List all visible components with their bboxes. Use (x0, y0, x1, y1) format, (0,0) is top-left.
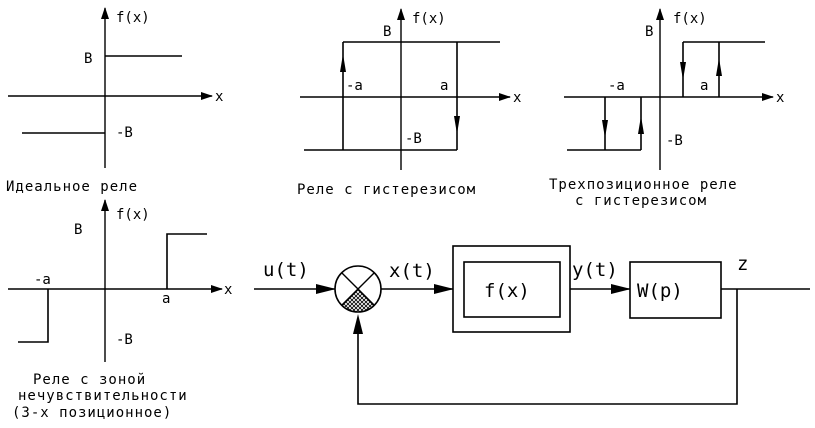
dz-caption-line2: нечувствительности (18, 388, 188, 404)
tph-caption-line1: Трехпозиционное реле (549, 177, 738, 193)
tph-neg-off-up-arrow (638, 116, 644, 134)
tph-pos-on-up-arrow (716, 58, 722, 76)
ideal-caption: Идеальное реле (6, 179, 138, 195)
feedback-block-diagram: u(t) x(t) f(x) y(t) W(p) z (254, 245, 810, 405)
dz-b-pos: B (74, 222, 82, 238)
summing-junction (334, 265, 382, 313)
tph-axis-label: f(x) (673, 11, 707, 27)
ideal-x-label: x (215, 89, 223, 105)
error-label: x(t) (389, 260, 435, 282)
ideal-b-pos: B (84, 51, 92, 67)
plant-block-label: W(p) (637, 280, 683, 302)
dz-x-label: x (224, 282, 232, 298)
tph-a-pos: a (700, 78, 708, 94)
output-label: z (737, 253, 748, 275)
hyst-a-neg: -a (346, 78, 363, 94)
hyst-a-pos: a (440, 78, 448, 94)
hyst-right-down-arrow (454, 116, 460, 134)
panel-hysteresis-relay: f(x) x B -B -a a Реле с гистерезисом (297, 8, 521, 198)
ideal-b-neg: -B (116, 125, 133, 141)
dz-pos-branch (166, 233, 207, 289)
plant-block: W(p) (629, 261, 722, 319)
summing-junction-hatched-sector (341, 289, 375, 313)
dz-neg-branch (18, 289, 49, 343)
tph-pos-off-down-arrow (680, 62, 686, 80)
dz-axis-label: f(x) (116, 207, 150, 223)
hyst-b-pos: B (383, 24, 391, 40)
input-label: u(t) (263, 259, 309, 281)
tph-b-pos: B (645, 24, 653, 40)
feedback-path (357, 289, 738, 405)
tph-caption-line2: с гистерезисом (575, 193, 707, 209)
panel-three-position-hysteresis: f(x) x B -B -a a Трехпозиционное реле с … (549, 8, 784, 209)
dz-caption-line1: Реле с зоной (33, 372, 146, 388)
nonlinear-block: f(x) (452, 245, 571, 333)
feedback-arrowhead (353, 314, 363, 334)
hyst-axis-label: f(x) (412, 11, 446, 27)
panel-ideal-relay: f(x) x B -B Идеальное реле (6, 7, 223, 195)
nonlinear-block-label: f(x) (484, 280, 530, 302)
tph-x-label: x (776, 90, 784, 106)
panel-dead-zone-relay: f(x) x B -B -a a Реле с зоной нечувствит… (8, 199, 232, 421)
tph-a-neg: -a (608, 78, 625, 94)
tph-b-neg: -B (666, 133, 683, 149)
hyst-b-neg: -B (405, 131, 422, 147)
tph-neg-on-down-arrow (602, 120, 608, 138)
hyst-x-label: x (513, 90, 521, 106)
dz-a-pos: a (162, 291, 170, 307)
dz-caption-line3: (3-х позиционное) (12, 405, 172, 421)
ideal-axis-label: f(x) (116, 10, 150, 26)
nonlinear-output-label: y(t) (572, 259, 618, 281)
hyst-left-up-arrow (340, 54, 346, 72)
dz-b-neg: -B (116, 332, 133, 348)
hyst-caption: Реле с гистерезисом (297, 182, 476, 198)
dz-a-neg: -a (34, 272, 51, 288)
